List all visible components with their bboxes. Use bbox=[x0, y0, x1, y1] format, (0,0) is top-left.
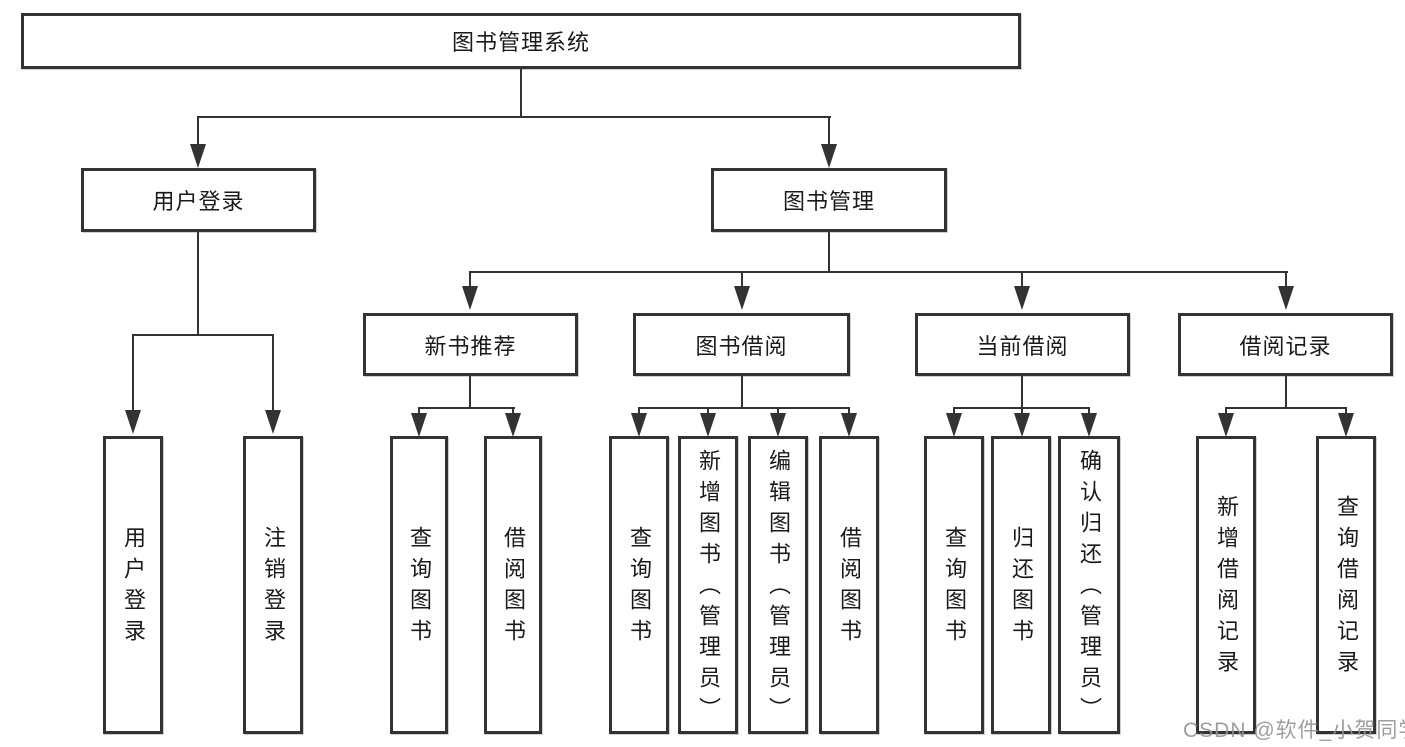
connector-drop-cb-confirm bbox=[1088, 407, 1090, 416]
leaf-borrow-borrow: 借阅图书 bbox=[819, 436, 879, 734]
leaf-user-login: 用户登录 bbox=[103, 436, 163, 734]
leaf-logout-label: 注销登录 bbox=[261, 526, 286, 650]
leaf-current-confirm-admin-label: 确认归还（管理员） bbox=[1077, 448, 1102, 728]
csdn-watermark: CSDN @软件_小贺同学 bbox=[1183, 719, 1405, 742]
leaf-record-add: 新增借阅记录 bbox=[1196, 436, 1256, 734]
arrowhead-bb-borrow bbox=[841, 413, 857, 437]
connector-borrowing-records-rail bbox=[1225, 407, 1347, 409]
node-new-book-recommend: 新书推荐 bbox=[363, 313, 578, 376]
connector-new-book-rail bbox=[418, 407, 515, 409]
connector-drop-br-add bbox=[1225, 407, 1227, 416]
connector-level3-rail bbox=[469, 271, 1288, 273]
connector-drop-cb-query bbox=[953, 407, 955, 416]
connector-drop-bb-edit bbox=[777, 407, 779, 416]
leaf-user-login-label: 用户登录 bbox=[121, 526, 146, 650]
connector-user-login-stem bbox=[197, 232, 199, 336]
node-root-label: 图书管理系统 bbox=[451, 30, 590, 55]
connector-user-login-rail bbox=[132, 334, 274, 336]
arrowhead-book-borrowing bbox=[734, 286, 750, 310]
arrowhead-logout bbox=[265, 410, 281, 434]
arrowhead-book-management bbox=[821, 144, 837, 168]
leaf-borrow-add-admin-label: 新增图书（管理员） bbox=[696, 448, 721, 728]
arrowhead-login bbox=[125, 410, 141, 434]
arrowhead-cb-return bbox=[1014, 413, 1030, 437]
connector-drop-new-book bbox=[469, 271, 471, 288]
leaf-logout: 注销登录 bbox=[243, 436, 303, 734]
leaf-current-query: 查询图书 bbox=[924, 436, 984, 734]
leaf-current-return-label: 归还图书 bbox=[1009, 526, 1034, 650]
connector-drop-nb-borrow bbox=[512, 407, 514, 416]
node-borrowing-records: 借阅记录 bbox=[1178, 313, 1393, 376]
leaf-borrow-borrow-label: 借阅图书 bbox=[837, 526, 862, 650]
arrowhead-cb-query bbox=[946, 413, 962, 437]
arrowhead-current-borrowing bbox=[1014, 286, 1030, 310]
arrowhead-br-add bbox=[1218, 413, 1234, 437]
node-current-borrowing-label: 当前借阅 bbox=[976, 333, 1069, 359]
connector-drop-bb-borrow bbox=[848, 407, 850, 416]
arrowhead-borrowing-records bbox=[1278, 286, 1294, 310]
leaf-current-query-label: 查询图书 bbox=[942, 526, 967, 650]
connector-drop-nb-query bbox=[418, 407, 420, 416]
node-user-login: 用户登录 bbox=[81, 168, 316, 232]
leaf-borrow-add-admin: 新增图书（管理员） bbox=[678, 436, 738, 734]
connector-borrowing-records-stem bbox=[1285, 376, 1287, 409]
arrowhead-bb-query bbox=[631, 413, 647, 437]
node-root: 图书管理系统 bbox=[21, 13, 1021, 69]
node-book-management-label: 图书管理 bbox=[782, 189, 875, 214]
arrowhead-user-login bbox=[190, 144, 206, 168]
connector-drop-current-borrowing bbox=[1021, 271, 1023, 288]
leaf-new-book-borrow: 借阅图书 bbox=[484, 436, 542, 734]
leaf-borrow-query-label: 查询图书 bbox=[627, 526, 652, 650]
connector-new-book-stem bbox=[469, 376, 471, 409]
connector-drop-bb-add bbox=[707, 407, 709, 416]
leaf-borrow-edit-admin-label: 编辑图书（管理员） bbox=[766, 448, 791, 728]
leaf-new-book-borrow-label: 借阅图书 bbox=[501, 526, 526, 650]
node-new-book-recommend-label: 新书推荐 bbox=[424, 333, 517, 359]
connector-level2-rail bbox=[197, 116, 831, 118]
connector-drop-cb-return bbox=[1021, 407, 1023, 416]
node-book-borrowing: 图书借阅 bbox=[633, 313, 850, 376]
connector-drop-borrowing-records bbox=[1285, 271, 1287, 288]
arrowhead-br-query bbox=[1338, 413, 1354, 437]
connector-drop-user-login bbox=[197, 116, 199, 145]
leaf-new-book-query: 查询图书 bbox=[390, 436, 448, 734]
node-book-management: 图书管理 bbox=[711, 168, 947, 232]
connector-book-borrowing-stem bbox=[741, 376, 743, 409]
connector-book-management-stem bbox=[828, 232, 830, 273]
leaf-record-query: 查询借阅记录 bbox=[1316, 436, 1376, 734]
arrowhead-bb-add bbox=[700, 413, 716, 437]
connector-drop-login bbox=[132, 334, 134, 412]
connector-drop-bb-query bbox=[638, 407, 640, 416]
connector-current-borrowing-stem bbox=[1021, 376, 1023, 409]
leaf-borrow-query: 查询图书 bbox=[609, 436, 669, 734]
node-book-borrowing-label: 图书借阅 bbox=[695, 333, 788, 359]
node-borrowing-records-label: 借阅记录 bbox=[1239, 333, 1332, 359]
connector-root-stem bbox=[520, 69, 522, 118]
leaf-record-add-label: 新增借阅记录 bbox=[1214, 495, 1239, 681]
connector-drop-book-management bbox=[828, 116, 830, 145]
arrowhead-bb-edit bbox=[770, 413, 786, 437]
leaf-current-return: 归还图书 bbox=[991, 436, 1051, 734]
arrowhead-nb-borrow bbox=[505, 413, 521, 437]
connector-drop-br-query bbox=[1345, 407, 1347, 416]
connector-drop-book-borrowing bbox=[741, 271, 743, 288]
arrowhead-new-book bbox=[462, 286, 478, 310]
arrowhead-cb-confirm bbox=[1081, 413, 1097, 437]
connector-book-borrowing-rail bbox=[638, 407, 850, 409]
node-user-login-label: 用户登录 bbox=[152, 189, 245, 214]
leaf-current-confirm-admin: 确认归还（管理员） bbox=[1058, 436, 1120, 734]
leaf-record-query-label: 查询借阅记录 bbox=[1334, 495, 1359, 681]
connector-drop-logout bbox=[272, 334, 274, 412]
leaf-borrow-edit-admin: 编辑图书（管理员） bbox=[748, 436, 808, 734]
arrowhead-nb-query bbox=[411, 413, 427, 437]
node-current-borrowing: 当前借阅 bbox=[915, 313, 1130, 376]
leaf-new-book-query-label: 查询图书 bbox=[407, 526, 432, 650]
